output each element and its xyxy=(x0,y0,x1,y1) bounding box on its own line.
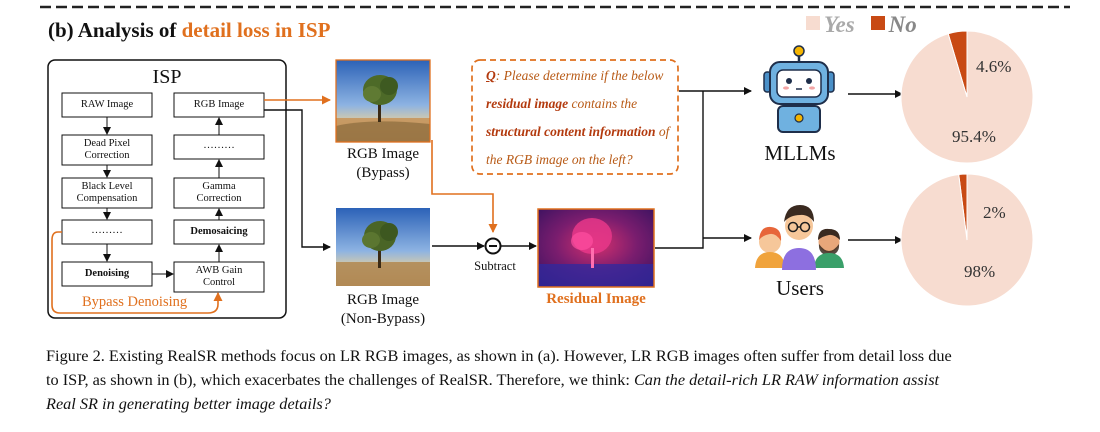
legend-no-swatch xyxy=(870,16,885,30)
nonbypass-caption-line2: (Non-Bypass) xyxy=(340,311,426,327)
users-label: Users xyxy=(776,276,824,300)
legend-no-label: No xyxy=(888,12,917,37)
subtract-label: Subtract xyxy=(474,259,516,273)
left-dots-label: ……… xyxy=(91,225,123,236)
denoising-label: Denoising xyxy=(84,268,130,279)
dead-pixel-line2: Correction xyxy=(84,150,130,161)
gamma-line1: Gamma xyxy=(202,181,236,192)
dead-pixel-label: Dead Pixel Correction xyxy=(62,138,152,162)
question-q: Q xyxy=(486,68,496,83)
legend-yes-swatch xyxy=(806,16,820,30)
mllms-label: MLLMs xyxy=(764,141,836,165)
raw-image-label: RAW Image xyxy=(80,99,134,110)
question-line1: : Please determine if the below xyxy=(495,68,664,83)
right-dots-label: ……… xyxy=(203,140,235,151)
question-line2: contains the xyxy=(568,96,638,111)
gamma-label: Gamma Correction xyxy=(174,181,264,205)
pie-chart-users xyxy=(900,173,1034,307)
residual-caption: Residual Image xyxy=(546,291,646,307)
bypass-image xyxy=(335,59,431,143)
non-bypass-image xyxy=(336,208,430,286)
caption-line2: to ISP, as shown in (b), which exacerbat… xyxy=(46,370,634,389)
figure-caption: Figure 2. Existing RealSR methods focus … xyxy=(46,344,1086,416)
question-box xyxy=(471,59,679,175)
caption-line2-italic: Can the detail-rich LR RAW information a… xyxy=(633,370,940,389)
pie-slice-yes xyxy=(900,173,1034,307)
residual-image xyxy=(537,208,655,288)
bypass-caption-line1: RGB Image xyxy=(346,146,420,162)
pie1-yes-label: 95.4% xyxy=(952,127,996,146)
pie2-no-label: 2% xyxy=(983,203,1006,222)
section-title: (b) Analysis of detail loss in ISP xyxy=(48,18,330,43)
awb-line2: Control xyxy=(202,277,236,288)
gamma-box xyxy=(173,177,265,209)
bypass-caption: RGB Image (Bypass) xyxy=(323,145,443,183)
legend-yes-label: Yes xyxy=(824,12,855,37)
awb-box xyxy=(173,261,265,293)
demosaicing-label: Demosaicing xyxy=(190,226,248,237)
nonbypass-caption-line1: RGB Image xyxy=(346,292,420,308)
isp-title: ISP xyxy=(152,66,182,88)
awb-line1: AWB Gain xyxy=(195,265,243,276)
caption-line3: Real SR in generating better image detai… xyxy=(46,394,331,413)
rgb-image-label: RGB Image xyxy=(193,99,245,110)
black-level-line2: Compensation xyxy=(76,193,138,204)
section-title-highlight: detail loss in ISP xyxy=(181,18,331,42)
nonbypass-caption: RGB Image (Non-Bypass) xyxy=(323,291,443,329)
left-dots-box xyxy=(61,219,153,245)
question-text: Q: Please determine if the below residua… xyxy=(486,62,680,174)
pie1-no-label: 4.6% xyxy=(976,57,1012,76)
black-level-box xyxy=(61,177,153,209)
users-icon xyxy=(755,205,844,270)
pie2-yes-label: 98% xyxy=(964,262,996,281)
question-line4: the RGB image on the left? xyxy=(486,152,633,167)
pie-slice-yes xyxy=(900,30,1034,164)
question-bold2: structural content information xyxy=(486,124,656,139)
denoising-box xyxy=(61,261,153,287)
pie-chart-mllms xyxy=(900,30,1034,164)
dead-pixel-line1: Dead Pixel xyxy=(83,138,131,149)
gamma-line2: Correction xyxy=(196,193,242,204)
right-dots-box xyxy=(173,134,265,160)
top-dashed-rule xyxy=(40,5,1070,9)
black-level-label: Black Level Compensation xyxy=(62,181,152,205)
robot-icon xyxy=(763,45,835,133)
question-bold1: residual image xyxy=(486,96,569,111)
question-line3: of xyxy=(655,124,670,139)
legend: Yes No xyxy=(806,12,917,38)
dead-pixel-box xyxy=(61,134,153,166)
section-title-prefix: (b) Analysis of xyxy=(48,18,182,42)
bypass-caption-line2: (Bypass) xyxy=(356,165,410,181)
caption-line1: Figure 2. Existing RealSR methods focus … xyxy=(46,346,952,365)
bypass-denoising-label: Bypass Denoising xyxy=(80,294,190,311)
awb-label: AWB Gain Control xyxy=(174,265,264,289)
black-level-line1: Black Level xyxy=(81,181,133,192)
bypass-path xyxy=(51,231,223,314)
